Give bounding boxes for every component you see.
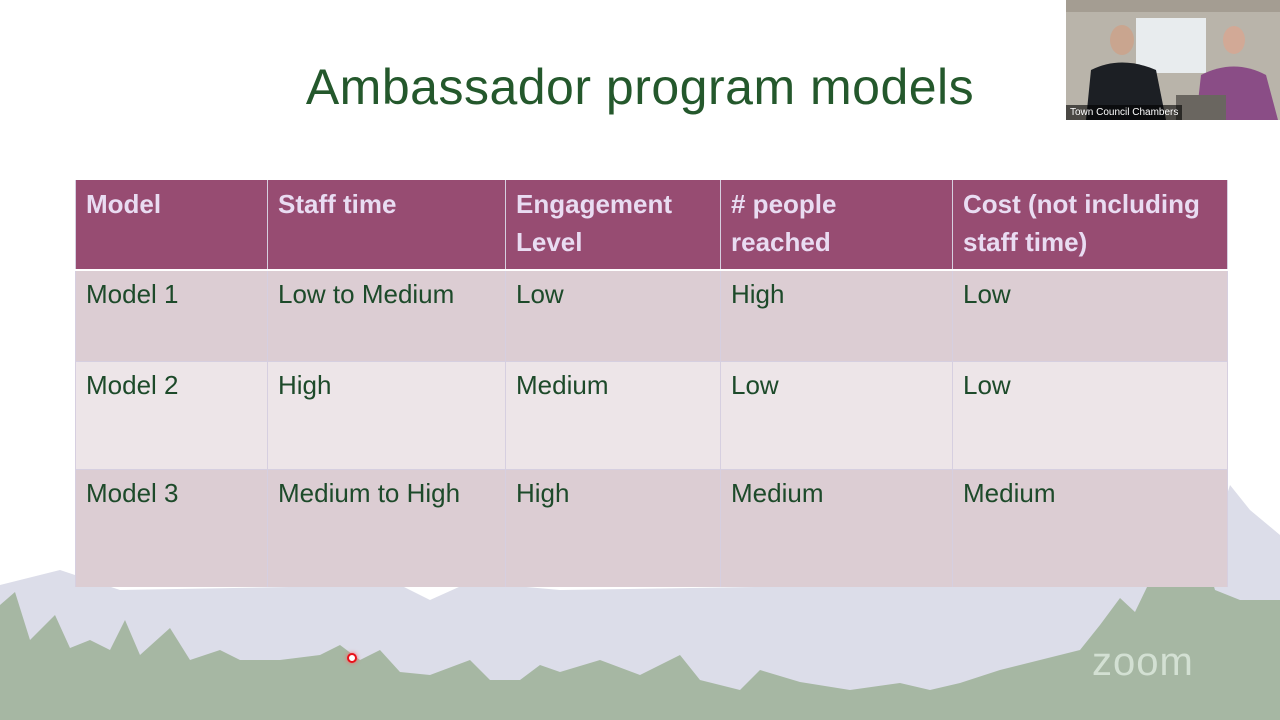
table-row: Model 3 Medium to High High Medium Mediu… [75,469,1228,587]
zoom-watermark: zoom [1092,640,1194,684]
cell: Low [952,270,1228,362]
cell: Model 3 [75,469,268,587]
models-table: Model Staff time Engagement Level # peop… [75,180,1228,587]
cell: Model 2 [75,361,268,470]
cell: Medium [952,469,1228,587]
video-label: Town Council Chambers [1066,105,1183,120]
pointer-cursor-icon [347,653,357,663]
header-model: Model [75,180,268,271]
cell: Medium [505,361,721,470]
header-staff-time: Staff time [267,180,506,271]
near-hills [0,540,1280,720]
video-feed [1066,0,1280,120]
cell: Model 1 [75,270,268,362]
table-row: Model 2 High Medium Low Low [75,361,1228,470]
table-header-row: Model Staff time Engagement Level # peop… [75,180,1228,271]
cell: Low [720,361,953,470]
header-cost: Cost (not including staff time) [952,180,1228,271]
slide-title: Ambassador program models [305,59,975,115]
participant-video-tile[interactable]: Town Council Chambers [1066,0,1280,120]
cell: Medium [720,469,953,587]
cell: High [267,361,506,470]
cell: Low [505,270,721,362]
header-engagement: Engagement Level [505,180,721,271]
cell: Medium to High [267,469,506,587]
header-people-reached: # people reached [720,180,953,271]
cell: High [505,469,721,587]
cell: Low [952,361,1228,470]
cell: High [720,270,953,362]
table-row: Model 1 Low to Medium Low High Low [75,270,1228,362]
cell: Low to Medium [267,270,506,362]
